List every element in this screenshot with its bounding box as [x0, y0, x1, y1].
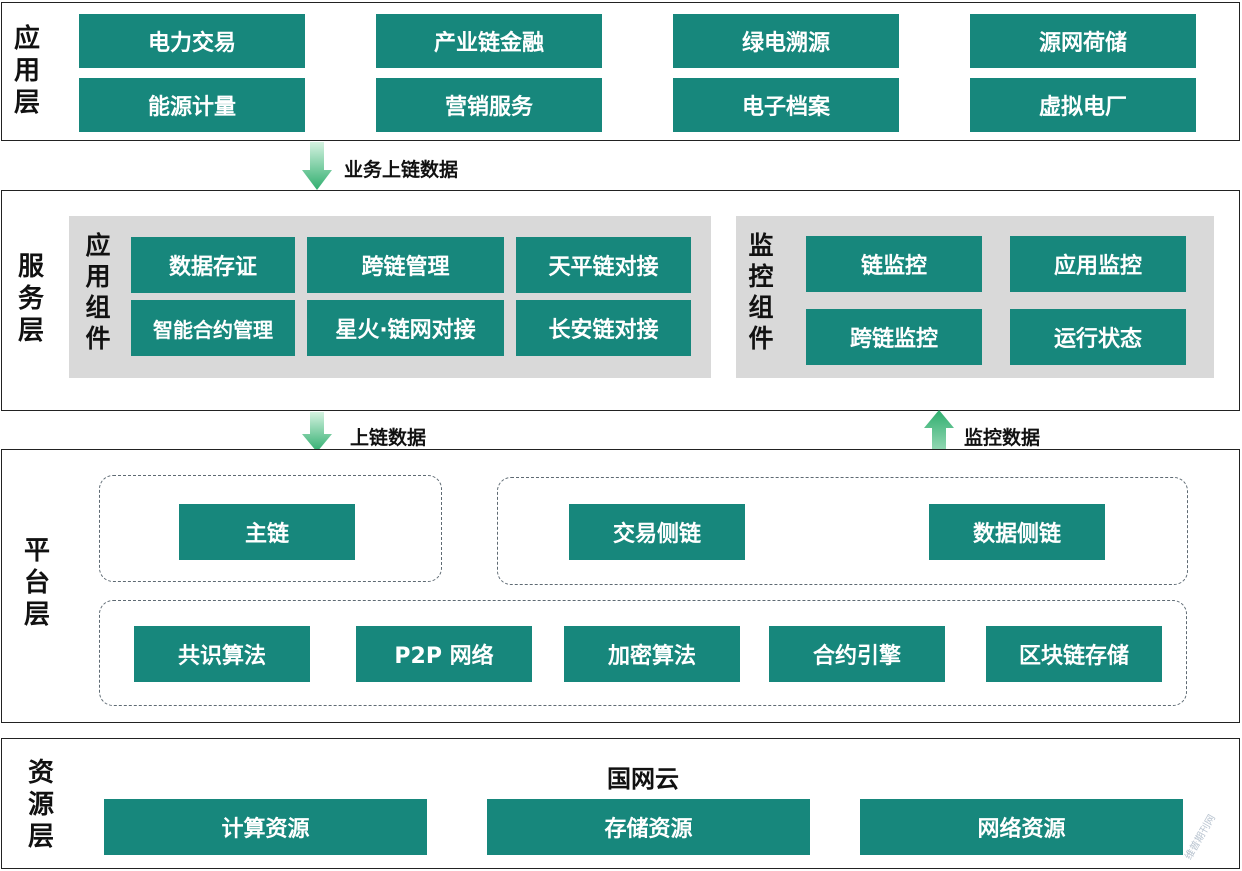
- label-business-data: 业务上链数据: [344, 159, 459, 181]
- service-layer: 服务层 应用组件 数据存证 跨链管理 天平链对接 智能合约管理 星火·链网对接 …: [1, 190, 1240, 411]
- arrow-up-monitor-data: [924, 410, 954, 476]
- app-box-power-trading: 电力交易: [79, 14, 305, 68]
- app-box-electronic-archive: 电子档案: [673, 78, 899, 132]
- state-grid-cloud-title: 国网云: [607, 765, 679, 793]
- resource-layer-label: 资源层: [27, 758, 54, 852]
- svc-box-tianping-chain: 天平链对接: [516, 237, 691, 293]
- svc-box-chain-monitor: 链监控: [806, 236, 982, 292]
- svc-box-running-status: 运行状态: [1010, 309, 1186, 365]
- platform-box-main-chain: 主链: [179, 504, 355, 560]
- monitor-components-panel: 监控组件 链监控 应用监控 跨链监控 运行状态: [736, 216, 1214, 378]
- app-box-source-grid-load-storage: 源网荷储: [970, 14, 1196, 68]
- label-monitor-data: 监控数据: [964, 427, 1041, 449]
- app-components-label: 应用组件: [85, 231, 111, 353]
- side-chain-group: [497, 477, 1188, 585]
- platform-box-data-side-chain: 数据侧链: [929, 504, 1105, 560]
- arrow-down-business-data: [302, 142, 332, 190]
- main-chain-group: [99, 475, 442, 582]
- application-layer-label: 应用层: [13, 24, 40, 118]
- label-chain-data: 上链数据: [350, 427, 427, 449]
- watermark: 维普期刊网: [1183, 813, 1218, 862]
- arrow-down-chain-data: [302, 412, 332, 452]
- resource-layer: 资源层 国网云 计算资源 存储资源 网络资源 维普期刊网: [1, 738, 1240, 869]
- svc-box-cross-chain-monitor: 跨链监控: [806, 309, 982, 365]
- service-layer-label: 服务层: [17, 252, 44, 346]
- platform-box-encryption: 加密算法: [564, 626, 740, 682]
- platform-box-contract-engine: 合约引擎: [769, 626, 945, 682]
- svc-box-xinghuo-chain: 星火·链网对接: [307, 300, 504, 356]
- app-components-panel: 应用组件 数据存证 跨链管理 天平链对接 智能合约管理 星火·链网对接 长安链对…: [69, 216, 711, 378]
- platform-base-group: [99, 600, 1187, 706]
- monitor-components-label: 监控组件: [748, 231, 774, 353]
- svc-box-changan-chain: 长安链对接: [516, 300, 691, 356]
- svc-box-smart-contract-mgmt: 智能合约管理: [131, 300, 295, 356]
- resource-box-storage: 存储资源: [487, 799, 810, 855]
- platform-box-trade-side-chain: 交易侧链: [569, 504, 745, 560]
- app-box-virtual-power-plant: 虚拟电厂: [970, 78, 1196, 132]
- svc-box-data-notarization: 数据存证: [131, 237, 295, 293]
- platform-box-blockchain-storage: 区块链存储: [986, 626, 1162, 682]
- app-box-energy-metering: 能源计量: [79, 78, 305, 132]
- platform-box-p2p-network: P2P 网络: [356, 626, 532, 682]
- platform-box-consensus: 共识算法: [134, 626, 310, 682]
- svc-box-app-monitor: 应用监控: [1010, 236, 1186, 292]
- platform-layer-label: 平台层: [23, 536, 50, 630]
- resource-box-network: 网络资源: [860, 799, 1183, 855]
- app-box-green-power-trace: 绿电溯源: [673, 14, 899, 68]
- platform-layer: 平台层 主链 交易侧链 数据侧链 共识算法 P2P 网络 加密算法 合约引擎 区…: [1, 449, 1240, 723]
- resource-box-compute: 计算资源: [104, 799, 427, 855]
- svc-box-cross-chain-mgmt: 跨链管理: [307, 237, 504, 293]
- application-layer: 应用层 电力交易 产业链金融 绿电溯源 源网荷储 能源计量 营销服务 电子档案 …: [1, 2, 1240, 141]
- app-box-supply-chain-finance: 产业链金融: [376, 14, 602, 68]
- app-box-marketing-service: 营销服务: [376, 78, 602, 132]
